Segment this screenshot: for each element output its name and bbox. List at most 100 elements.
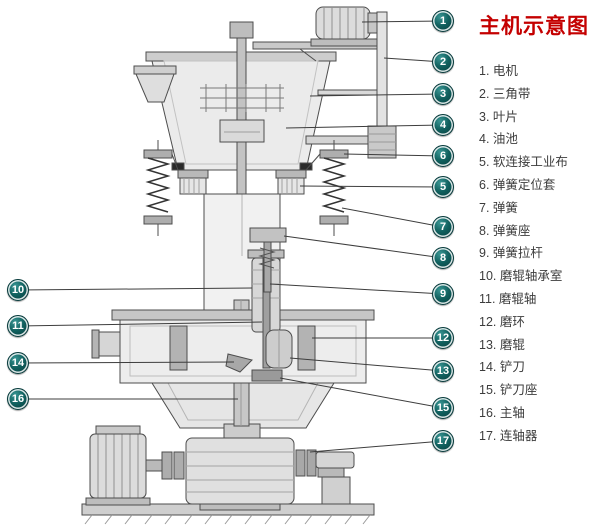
callout-badge-12: 12 bbox=[432, 327, 454, 349]
callout-badge-7: 7 bbox=[432, 216, 454, 238]
lower-housing bbox=[92, 310, 374, 383]
leader-lines bbox=[18, 21, 443, 452]
legend-item-label: 三角带 bbox=[492, 86, 531, 101]
legend-item-number: 8. bbox=[479, 223, 493, 238]
legend-item-number: 12. bbox=[479, 314, 500, 329]
classifier-shaft bbox=[230, 22, 253, 194]
leader-line-15 bbox=[280, 378, 443, 408]
leader-line-6 bbox=[344, 154, 443, 156]
legend-item-number: 3. bbox=[479, 109, 493, 124]
legend-item: 15. 铲刀座 bbox=[479, 379, 615, 402]
legend-item-label: 软连接工业布 bbox=[492, 155, 568, 170]
feed-hopper bbox=[134, 66, 176, 102]
legend-item-number: 1. bbox=[479, 64, 493, 78]
legend-item-label: 电机 bbox=[492, 64, 518, 78]
grinding-roller bbox=[266, 330, 292, 368]
callout-badge-2: 2 bbox=[432, 51, 454, 73]
callout-badge-15: 15 bbox=[432, 397, 454, 419]
legend-item-label: 弹簧 bbox=[492, 200, 518, 215]
motor-coupling bbox=[162, 452, 184, 479]
legend-item: 16. 主轴 bbox=[479, 402, 615, 425]
legend-item-label: 铲刀座 bbox=[499, 383, 538, 398]
bearing-stand bbox=[316, 452, 354, 504]
legend-item: 12. 磨环 bbox=[479, 311, 615, 334]
legend-item-label: 弹簧座 bbox=[492, 223, 531, 238]
leader-line-14 bbox=[18, 362, 234, 363]
spring-rod bbox=[260, 242, 274, 292]
leader-line-7 bbox=[342, 208, 443, 227]
legend-item-number: 15. bbox=[479, 383, 500, 398]
legend-item-label: 连轴器 bbox=[499, 428, 538, 443]
legend-item: 4. 油池 bbox=[479, 128, 615, 151]
leader-line-3 bbox=[310, 94, 443, 96]
legend-item-label: 主轴 bbox=[499, 405, 525, 420]
blades bbox=[200, 84, 284, 112]
legend-item-number: 17. bbox=[479, 428, 500, 443]
legend-item: 9. 弹簧拉杆 bbox=[479, 242, 615, 265]
legend-item: 3. 叶片 bbox=[479, 106, 615, 129]
leader-line-10 bbox=[18, 288, 252, 290]
callout-badge-6: 6 bbox=[432, 145, 454, 167]
spring-left bbox=[144, 140, 178, 236]
callout-badge-11: 11 bbox=[7, 315, 29, 337]
callout-badge-3: 3 bbox=[432, 83, 454, 105]
legend-item-label: 叶片 bbox=[492, 109, 518, 124]
legend-item-number: 11. bbox=[479, 291, 499, 306]
callout-badge-13: 13 bbox=[432, 360, 454, 382]
machine-drawing bbox=[0, 0, 470, 529]
legend-item: 7. 弹簧 bbox=[479, 197, 615, 220]
legend-item-label: 磨辊轴承室 bbox=[499, 269, 563, 284]
leader-line-8 bbox=[284, 236, 443, 258]
shovel-seat bbox=[252, 370, 282, 381]
callout-badge-9: 9 bbox=[432, 283, 454, 305]
legend-item-number: 5. bbox=[479, 155, 493, 170]
callout-badge-5: 5 bbox=[432, 176, 454, 198]
legend-item: 1. 电机 bbox=[479, 60, 615, 83]
legend-item-number: 10. bbox=[479, 269, 500, 284]
legend-item-label: 弹簧拉杆 bbox=[492, 246, 543, 261]
leader-line-11 bbox=[18, 322, 262, 326]
leader-line-5 bbox=[300, 186, 443, 187]
legend-item-number: 9. bbox=[479, 246, 493, 261]
belt-pulley bbox=[306, 126, 396, 158]
callout-badge-17: 17 bbox=[432, 430, 454, 452]
leader-line-17 bbox=[310, 441, 443, 452]
soft-connection bbox=[172, 163, 312, 194]
legend-item-number: 13. bbox=[479, 337, 500, 352]
legend-item: 2. 三角带 bbox=[479, 83, 615, 106]
leader-line-4 bbox=[286, 125, 443, 128]
spring-seat bbox=[250, 228, 286, 242]
legend-item-number: 14. bbox=[479, 360, 500, 375]
legend-item: 17. 连轴器 bbox=[479, 425, 615, 448]
legend-item-number: 6. bbox=[479, 177, 493, 192]
diagram-title: 主机示意图 bbox=[479, 15, 589, 38]
leader-line-9 bbox=[270, 284, 443, 294]
callout-badge-14: 14 bbox=[7, 352, 29, 374]
callout-badge-1: 1 bbox=[432, 10, 454, 32]
gearbox bbox=[186, 424, 294, 510]
legend-item: 13. 磨辊 bbox=[479, 334, 615, 357]
leader-line-13 bbox=[290, 358, 443, 371]
legend-item-label: 磨辊轴 bbox=[498, 291, 537, 306]
callout-badge-10: 10 bbox=[7, 279, 29, 301]
legend-item: 6. 弹簧定位套 bbox=[479, 174, 615, 197]
legend-item-number: 7. bbox=[479, 200, 493, 215]
legend-item: 10. 磨辊轴承室 bbox=[479, 265, 615, 288]
callout-badge-16: 16 bbox=[7, 388, 29, 410]
legend-item-number: 2. bbox=[479, 86, 493, 101]
legend-item-label: 磨环 bbox=[499, 314, 525, 329]
legend-item-number: 4. bbox=[479, 132, 493, 147]
legend-item-label: 弹簧定位套 bbox=[492, 177, 556, 192]
legend-item: 14. 铲刀 bbox=[479, 356, 615, 379]
legend-item: 8. 弹簧座 bbox=[479, 220, 615, 243]
motor-top bbox=[311, 7, 377, 46]
legend-item: 5. 软连接工业布 bbox=[479, 151, 615, 174]
callout-badge-4: 4 bbox=[432, 114, 454, 136]
coupling bbox=[296, 450, 316, 476]
v-belt bbox=[377, 12, 387, 140]
oil-pool bbox=[220, 120, 264, 142]
spring-right bbox=[306, 140, 348, 236]
